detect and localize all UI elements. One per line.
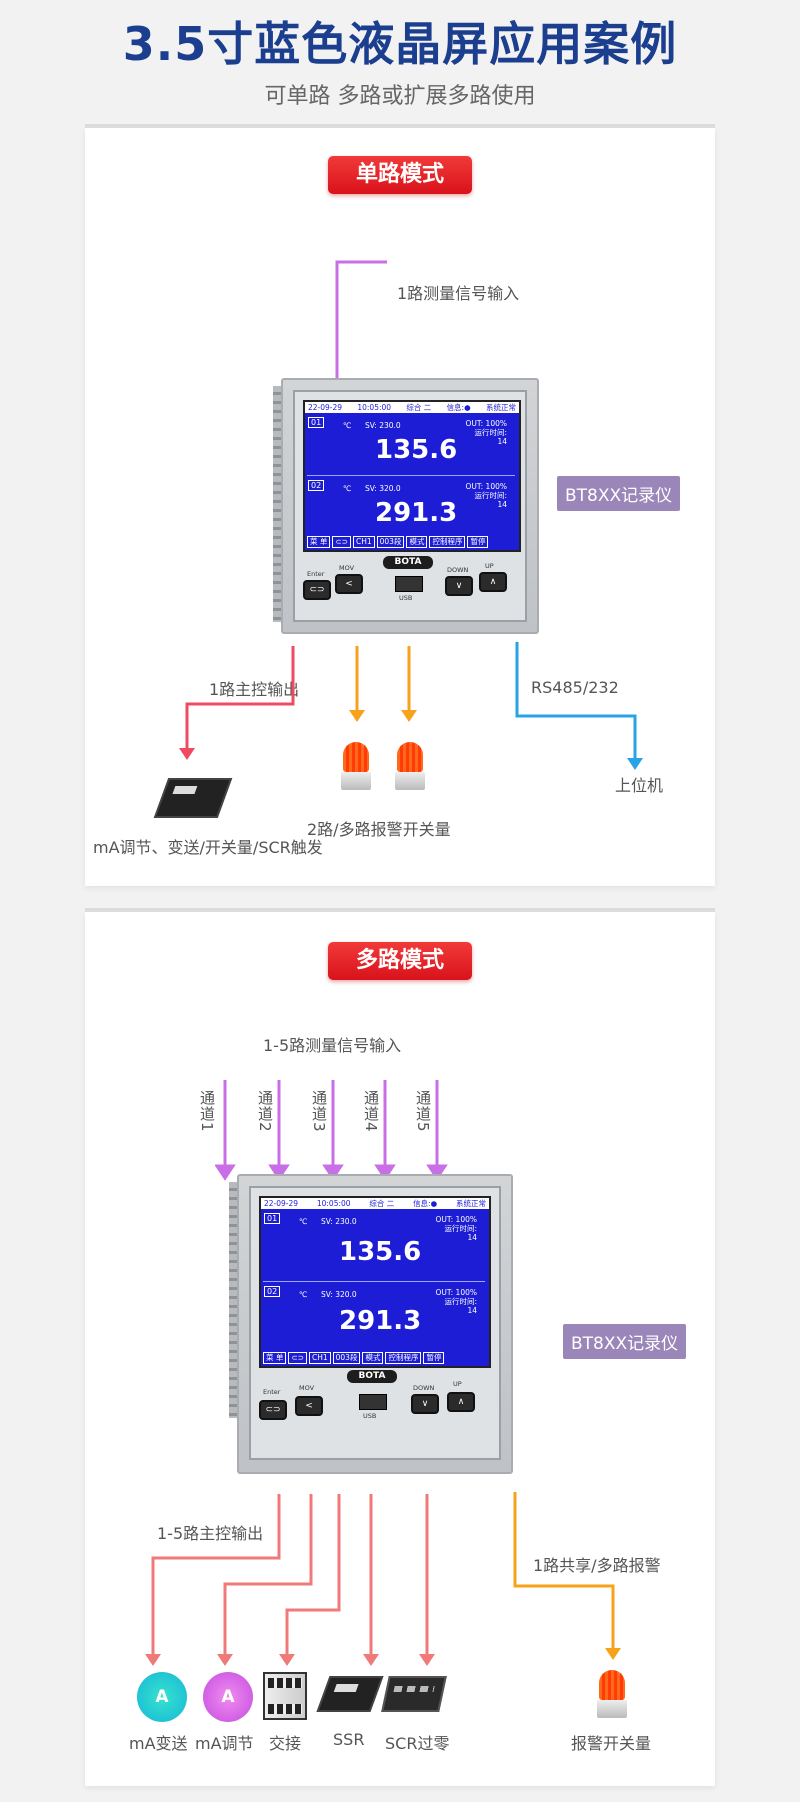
ma-transmit-icon: A	[137, 1672, 187, 1722]
multi-mode-panel: 多路模式 1-5路测量信号输入 通道1 通道2 通道3 通道4 通道5 22-0…	[85, 912, 715, 1786]
lcd-menu-bar: 菜 单 ⊂⊃ CH1 003段 模式 控制程序 暂停	[307, 536, 517, 548]
contactor-label: 交接	[269, 1734, 302, 1753]
mov-button[interactable]: <	[335, 574, 363, 594]
multi-device-tag: BT8XX记录仪	[563, 1324, 687, 1359]
mov-button[interactable]: <	[295, 1396, 323, 1416]
alarm-lamp-icon-1	[341, 742, 371, 792]
single-alarm-label: 2路/多路报警开关量	[307, 820, 451, 839]
lcd-screen: 22-09-29 10:05:00 综合 二 信息:● 系统正常 01 ℃ SV…	[259, 1196, 491, 1368]
ssr-label: SSR	[333, 1730, 365, 1749]
channel-1-display: 01 ℃ SV: 230.0 OUT: 100%运行时间:14 135.6	[307, 415, 515, 476]
channel-1-label: 通道1	[198, 1090, 216, 1133]
bota-logo: BOTA	[347, 1370, 397, 1383]
channel-2-display: 02 ℃ SV: 320.0 OUT: 100%运行时间:14 291.3	[307, 478, 515, 538]
down-button[interactable]: ∨	[445, 576, 473, 596]
up-button[interactable]: ∧	[447, 1392, 475, 1412]
single-mode-panel: 单路模式 1路测量信号输入 22-09-29 10:05:00 综合 二 信息:…	[85, 128, 715, 886]
alarm-lamp-icon	[597, 1670, 627, 1720]
usb-port	[395, 576, 423, 592]
multi-share-label: 1路共享/多路报警	[533, 1556, 661, 1575]
ssr-relay-icon	[153, 778, 233, 818]
ma-regulate-icon: A	[203, 1672, 253, 1722]
multi-input-label: 1-5路测量信号输入	[263, 1036, 402, 1055]
enter-button[interactable]: ⊂⊃	[303, 580, 331, 600]
single-input-label: 1路测量信号输入	[397, 284, 520, 303]
single-rs-label: RS485/232	[531, 678, 619, 697]
single-pc-label: 上位机	[615, 776, 664, 795]
single-alarm-wires	[349, 646, 417, 722]
alarm-lamp-icon-2	[395, 742, 425, 792]
single-control-label: 1路主控输出	[209, 680, 300, 699]
page-subtitle: 可单路 多路或扩展多路使用	[264, 84, 536, 109]
channel-2-label: 通道2	[256, 1090, 274, 1133]
enter-button[interactable]: ⊂⊃	[259, 1400, 287, 1420]
multi-control-wires	[145, 1494, 435, 1666]
lcd-menu-bar: 菜 单 ⊂⊃ CH1 003段 模式 控制程序 暂停	[263, 1352, 473, 1364]
channel-3-label: 通道3	[310, 1090, 328, 1133]
channel-1-display: 01 ℃ SV: 230.0 OUT: 100%运行时间:14 135.6	[263, 1211, 485, 1282]
single-rs-wire	[515, 642, 643, 770]
single-mode-pill: 单路模式	[328, 156, 472, 194]
page-title: 3.5寸蓝色液晶屏应用案例	[122, 17, 678, 71]
single-device: 22-09-29 10:05:00 综合 二 信息:● 系统正常 01 ℃ SV…	[273, 378, 541, 640]
usb-port	[359, 1394, 387, 1410]
single-ssr-label: mA调节、变送/开关量/SCR触发	[93, 838, 323, 857]
scr-module-icon	[381, 1676, 447, 1712]
multi-input-wires	[215, 1080, 448, 1181]
multi-mode-pill: 多路模式	[328, 942, 472, 980]
multi-share-wire	[513, 1492, 621, 1660]
contactor-icon	[263, 1672, 307, 1720]
channel-2-display: 02 ℃ SV: 320.0 OUT: 100%运行时间:14 291.3	[263, 1284, 485, 1350]
ma-transmit-label: mA变送	[129, 1734, 188, 1753]
scr-label: SCR过零	[385, 1734, 450, 1753]
channel-4-label: 通道4	[362, 1090, 380, 1133]
multi-device: 22-09-29 10:05:00 综合 二 信息:● 系统正常 01 ℃ SV…	[229, 1174, 513, 1474]
bota-logo: BOTA	[383, 556, 433, 569]
lcd-screen: 22-09-29 10:05:00 综合 二 信息:● 系统正常 01 ℃ SV…	[303, 400, 521, 552]
ssr-icon	[316, 1676, 384, 1712]
multi-alarm-label: 报警开关量	[571, 1734, 652, 1753]
single-control-wire	[179, 646, 295, 760]
multi-control-label: 1-5路主控输出	[157, 1524, 264, 1543]
up-button[interactable]: ∧	[479, 572, 507, 592]
channel-5-label: 通道5	[414, 1090, 432, 1133]
down-button[interactable]: ∨	[411, 1394, 439, 1414]
single-device-tag: BT8XX记录仪	[557, 476, 681, 511]
ma-regulate-label: mA调节	[195, 1734, 254, 1753]
